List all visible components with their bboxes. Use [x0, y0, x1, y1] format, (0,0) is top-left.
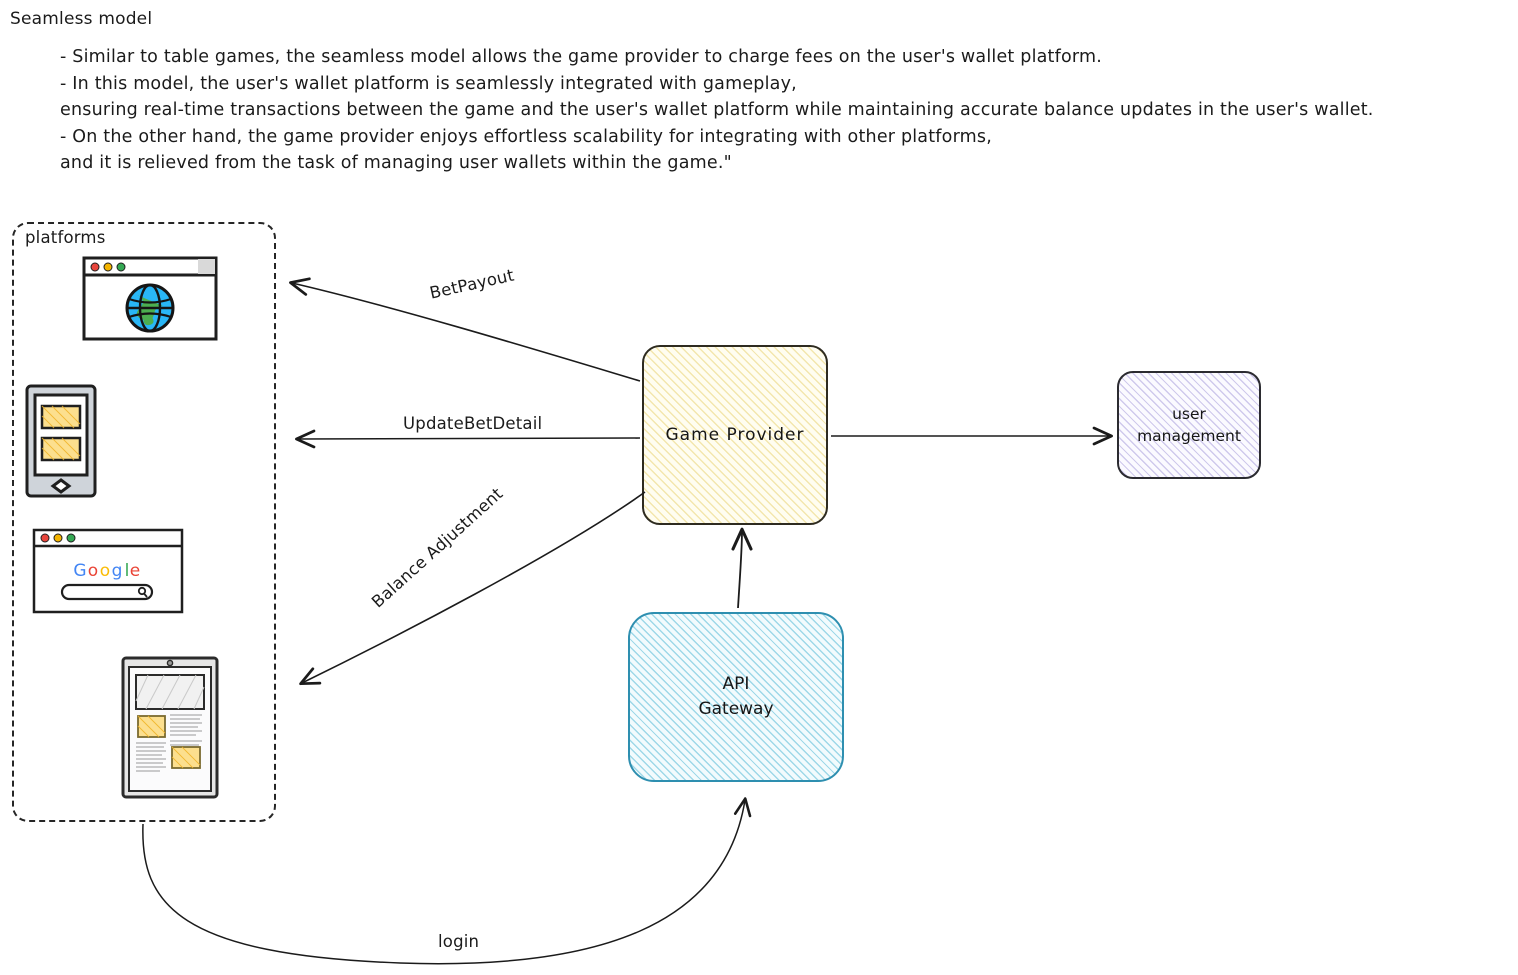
node-user-management[interactable]: user management	[1117, 371, 1261, 479]
notes-body: - Similar to table games, the seamless m…	[60, 44, 1374, 177]
edge-betpayout	[289, 277, 641, 382]
note-line: and it is relieved from the task of mana…	[60, 153, 732, 173]
svg-text:G: G	[73, 561, 86, 581]
edge-label-balance-adjustment: Balance Adjustment	[365, 481, 510, 615]
tablet-document-icon	[120, 655, 220, 800]
svg-text:e: e	[130, 561, 140, 581]
note-line: - On the other hand, the game provider e…	[60, 126, 992, 147]
svg-text:l: l	[125, 561, 130, 581]
browser-globe-icon	[82, 256, 218, 341]
note-line: - In this model, the user's wallet platf…	[60, 73, 797, 94]
node-game-provider-label: Game Provider	[665, 424, 805, 445]
node-api-gateway[interactable]: API Gateway	[628, 612, 844, 782]
node-user-management-label: user management	[1137, 405, 1241, 445]
browser-google-icon: G o o g l e	[32, 528, 184, 614]
mobile-phone-icon	[24, 383, 98, 499]
edge-updatebetdetail	[295, 429, 641, 449]
node-api-gateway-label: API Gateway	[698, 674, 774, 719]
svg-text:o: o	[88, 561, 98, 581]
edge-gateway-to-provider	[731, 527, 753, 609]
svg-text:g: g	[112, 561, 123, 581]
svg-text:o: o	[100, 561, 110, 581]
node-game-provider[interactable]: Game Provider	[642, 345, 828, 525]
page-title: Seamless model	[10, 9, 153, 29]
platforms-group-label: platforms	[22, 228, 109, 247]
edge-label-betpayout: BetPayout	[424, 264, 520, 304]
note-line: ensuring real-time transactions between …	[60, 100, 1374, 120]
note-line: - Similar to table games, the seamless m…	[60, 47, 1102, 67]
edge-label-login: login	[434, 932, 484, 951]
edge-label-updatebetdetail: UpdateBetDetail	[399, 414, 547, 433]
